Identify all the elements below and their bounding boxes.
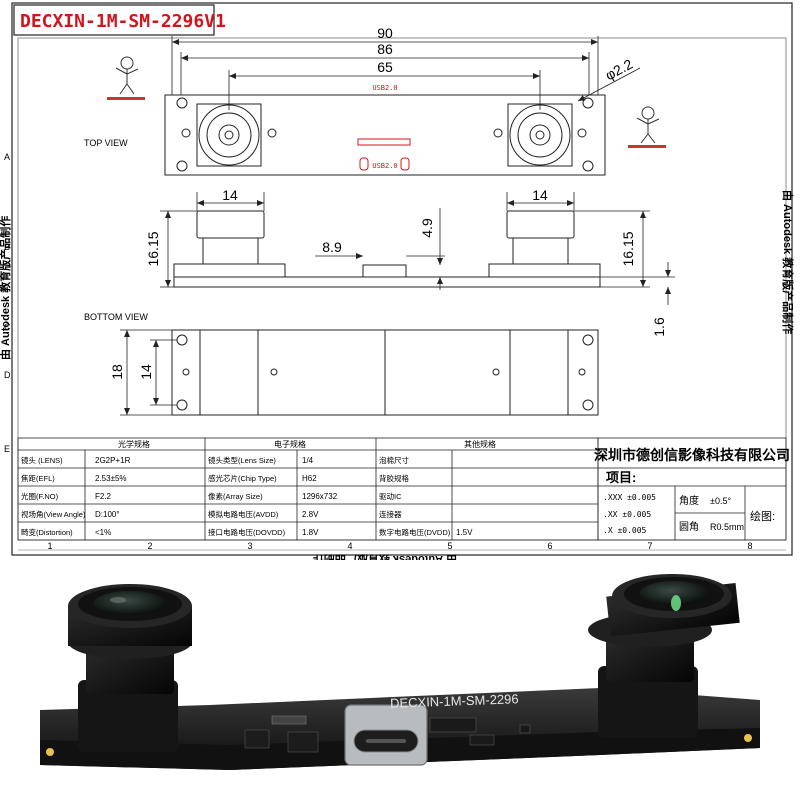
angle-value: ±0.5°: [710, 496, 731, 506]
company-name: 深圳市德创信影像科技有限公司: [594, 447, 790, 463]
spec-other-label: 驱动IC: [379, 491, 402, 501]
spec-optical-label: 光圈(F.NO): [21, 491, 59, 501]
technical-drawing: DECXIN-1M-SM-2296V1 A B C D E 由 Autodesk…: [0, 2, 795, 560]
dim-inner-height: 14: [138, 364, 154, 380]
bottom-view-dimensions: [120, 329, 177, 416]
spec-optical-label: 镜头 (LENS): [21, 455, 63, 465]
column-number: 2: [147, 541, 152, 551]
dim-lens-pitch: 65: [377, 59, 393, 75]
spec-other-label: 泡棉尺寸: [379, 455, 409, 465]
drawing-title: DECXIN-1M-SM-2296V1: [20, 11, 226, 32]
spec-electronic-value: H62: [302, 474, 317, 483]
spec-electronic-value: 1/4: [302, 456, 314, 465]
column-number: 5: [447, 541, 452, 551]
dim-board-height: 18: [109, 364, 125, 380]
row-letter-e: E: [4, 444, 10, 454]
stick-figure-right: [636, 106, 660, 144]
fillet-label: 圆角: [679, 521, 699, 533]
tolerance-xx: .XX ±0.005: [603, 510, 651, 519]
pcb-components: [244, 715, 531, 753]
usb-label-top: USB2.0: [372, 84, 397, 92]
dim-lens-width-right: 14: [532, 187, 548, 203]
spec-optical-value: 2.53±5%: [95, 474, 127, 483]
tolerance-x: .X ±0.005: [603, 526, 647, 535]
spec-electronic-value: 2.8V: [302, 510, 319, 519]
dim-holes: 86: [377, 41, 393, 57]
autodesk-side-text-right: 由 Autodesk 教育版产品制作: [781, 190, 795, 334]
angle-label: 角度: [679, 494, 699, 507]
spec-electronic-label: 感光芯片(Chip Type): [208, 473, 277, 483]
dim-height-left: 16.15: [145, 231, 161, 266]
spec-optical-value: <1%: [95, 528, 111, 537]
title-box: [13, 4, 215, 36]
spec-header-electronic: 电子规格: [274, 439, 306, 449]
autodesk-side-text-left: 由 Autodesk 教育版产品制作: [0, 216, 12, 360]
dim-overall: 90: [377, 25, 393, 41]
spec-electronic-label: 接口电路电压(DOVDD): [208, 527, 286, 537]
dim-height-right: 16.15: [620, 231, 636, 266]
column-number: 7: [647, 541, 652, 551]
spec-other-label: 数字电路电压(DVDD): [379, 527, 451, 537]
pcb-silkscreen: DECXIN-1M-SM-2296: [390, 691, 519, 710]
column-number: 3: [247, 541, 252, 551]
left-camera-lens: [68, 584, 192, 752]
usb-connector-top-view: [357, 138, 411, 171]
stick-figure-left: [115, 56, 139, 95]
spec-electronic-value: 1296x732: [302, 492, 338, 501]
spec-table-grid: [17, 437, 787, 541]
row-letter-c: C: [4, 322, 11, 332]
top-view-label: TOP VIEW: [84, 138, 128, 148]
spec-optical-value: F2.2: [95, 492, 112, 501]
spec-optical-label: 焦距(EFL): [21, 473, 55, 483]
spec-header-optical: 光学规格: [118, 439, 150, 449]
autodesk-watermark-bottom: 由 Autodesk 教育版产品制作: [313, 553, 457, 560]
bottom-view-board: [171, 329, 599, 416]
fillet-value: R0.5mm: [710, 522, 744, 532]
spec-optical-value: D:100°: [95, 510, 120, 519]
spec-electronic-value: 1.8V: [302, 528, 319, 537]
spec-optical-label: 畸变(Distortion): [21, 527, 73, 537]
column-number: 4: [347, 541, 352, 551]
column-number: 1: [47, 541, 52, 551]
top-view-board: [164, 94, 606, 176]
spec-other-label: 连接器: [379, 509, 402, 519]
column-number: 8: [747, 541, 752, 551]
bottom-view-label: BOTTOM VIEW: [84, 312, 148, 322]
dim-pcb-thickness: 1.6: [651, 317, 667, 337]
spec-other-value: 1.5V: [456, 528, 473, 537]
product-photo: DECXIN-1M-SM-2296: [40, 574, 760, 770]
side-view-dimensions: [160, 192, 675, 305]
spec-electronic-label: 镜头类型(Lens Size): [208, 455, 276, 465]
spec-optical-value: 2G2P+1R: [95, 456, 131, 465]
spec-other-label: 背胶规格: [379, 473, 409, 483]
row-letter-d: D: [4, 370, 11, 380]
tolerance-xxx: .XXX ±0.005: [603, 493, 656, 502]
row-letter-a: A: [4, 152, 10, 162]
dimension-lines-top: [171, 36, 641, 110]
usb-label-mid: USB2.0: [372, 162, 397, 170]
dim-connector-height: 4.9: [419, 218, 435, 238]
dim-lens-width-left: 14: [222, 187, 238, 203]
spec-electronic-label: 模拟电路电压(AVDD): [208, 509, 279, 519]
project-label: 项目:: [606, 470, 636, 485]
dim-connector-offset: 8.9: [322, 239, 342, 255]
spec-electronic-label: 像素(Array Size): [208, 491, 263, 501]
drawn-by-label: 绘图:: [750, 509, 775, 523]
column-number: 6: [547, 541, 552, 551]
spec-header-other: 其他规格: [464, 439, 496, 449]
spec-optical-label: 视场角(View Angle): [21, 509, 86, 519]
row-letter-b: B: [4, 242, 10, 252]
right-camera-lens: [588, 574, 740, 738]
side-view: [173, 210, 601, 288]
usb-c-port: [344, 704, 428, 766]
sheet-border: [11, 2, 793, 556]
